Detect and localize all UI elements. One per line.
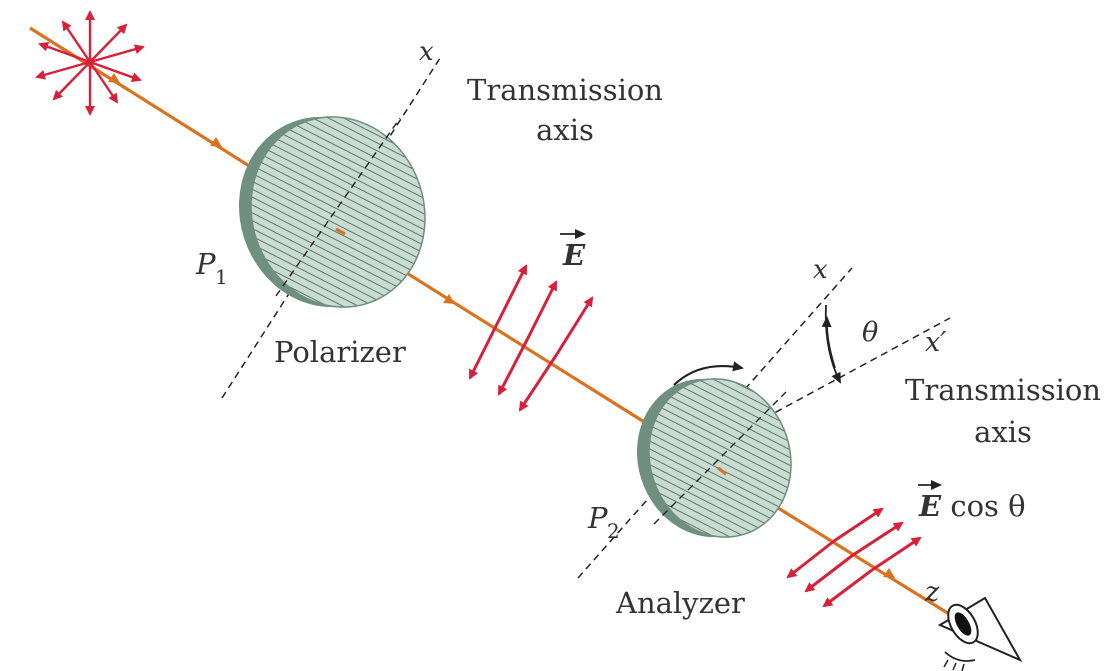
polarizer-plate-subscript: 1 bbox=[215, 265, 228, 289]
unpolarized-light-star-icon bbox=[35, 10, 145, 116]
polarizer-transmission-axis bbox=[221, 54, 443, 399]
transmitted-field-label: E bbox=[560, 229, 586, 272]
eye-icon bbox=[937, 596, 1023, 671]
polarizer-axis-label: x bbox=[419, 37, 434, 67]
analyzer-axis-caption-line1: Transmission bbox=[905, 373, 1101, 407]
angle-theta-arc bbox=[824, 304, 841, 384]
analyzed-field-vector: E bbox=[918, 489, 942, 523]
analyzer-axis-caption-line2: axis bbox=[974, 415, 1032, 449]
beam-direction-arrow bbox=[443, 294, 455, 304]
analyzed-field-cos-theta: cos θ bbox=[941, 489, 1025, 523]
transmitted-field-arrows bbox=[468, 264, 594, 412]
svg-text:E cos θ: E cos θ bbox=[918, 489, 1026, 523]
polarizer-plate-symbol: P bbox=[195, 247, 216, 281]
angle-theta-label: θ bbox=[862, 317, 878, 348]
beam-direction-arrow bbox=[883, 568, 895, 578]
analyzer-rotated-axis-label: x′ bbox=[925, 327, 946, 358]
rotation-arrow-icon bbox=[673, 361, 744, 386]
analyzer-plate-subscript: 2 bbox=[607, 519, 620, 543]
analyzer-label: Analyzer bbox=[615, 586, 745, 620]
analyzed-field-label: E cos θ bbox=[918, 480, 1026, 523]
polarizer-axis-caption-line2: axis bbox=[536, 113, 594, 147]
beam-direction-arrow bbox=[210, 137, 222, 147]
polarizer-label: Polarizer bbox=[274, 335, 406, 369]
transmitted-field-symbol: E bbox=[562, 238, 586, 272]
analyzer-plate-symbol: P bbox=[587, 501, 608, 535]
beam-direction-arrow bbox=[108, 73, 120, 83]
polarizer-disk bbox=[238, 116, 426, 308]
analyzed-field-arrows bbox=[786, 507, 922, 608]
propagation-axis-label: z bbox=[924, 577, 940, 608]
analyzer-disk bbox=[636, 378, 792, 538]
analyzer-reference-axis-label: x bbox=[813, 255, 828, 285]
polarizer-axis-caption-line1: Transmission bbox=[467, 73, 663, 107]
